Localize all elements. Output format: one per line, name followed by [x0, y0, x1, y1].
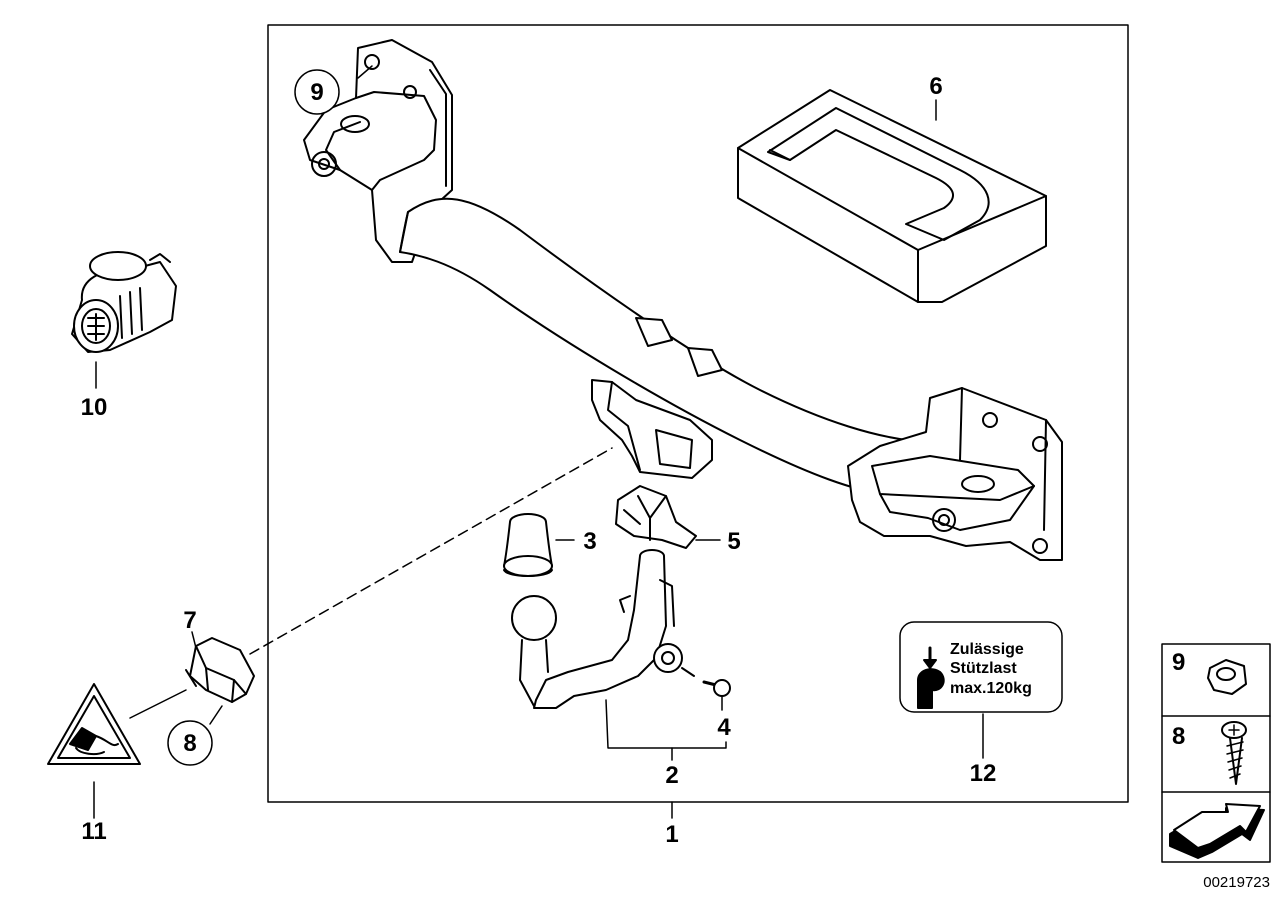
callout-circle-8 — [167, 720, 213, 766]
label-part-12[interactable]: 12 — [970, 760, 997, 787]
legend-screw-icon — [1221, 721, 1247, 785]
trailer-socket-13pin[interactable] — [71, 251, 177, 353]
tow-ball-cap[interactable] — [503, 513, 553, 577]
label-part-6[interactable]: 6 — [929, 73, 942, 100]
legend-nut-icon — [1207, 659, 1247, 695]
label-part-11[interactable]: 11 — [81, 818, 106, 845]
tow-bar-crossmember[interactable] — [303, 39, 1063, 561]
load-limit-sticker[interactable] — [899, 621, 1063, 713]
sticker-line-1: Zulässige — [950, 641, 1024, 658]
label-part-1[interactable]: 1 — [665, 821, 678, 848]
sticker-line-2: Stützlast — [950, 660, 1017, 677]
legend-panel — [1161, 643, 1271, 863]
leader-lines — [93, 65, 984, 819]
cable-connector-housing[interactable] — [185, 637, 255, 703]
lock-screw[interactable] — [702, 679, 731, 697]
detachable-tow-ball[interactable] — [511, 549, 695, 709]
label-part-3[interactable]: 3 — [583, 528, 596, 555]
receiver-cover[interactable] — [615, 485, 697, 549]
label-part-2[interactable]: 2 — [665, 762, 678, 789]
label-part-7[interactable]: 7 — [183, 607, 196, 634]
assembly-frame — [267, 24, 1129, 803]
label-part-8[interactable]: 8 — [183, 730, 196, 757]
label-part-10[interactable]: 10 — [81, 394, 108, 421]
label-part-9[interactable]: 9 — [310, 79, 323, 106]
foam-storage-insert[interactable] — [737, 89, 1047, 303]
callout-circle-9 — [294, 69, 340, 115]
legend-label-9[interactable]: 9 — [1172, 649, 1185, 676]
legend-arrow-icon — [1169, 803, 1265, 859]
label-part-5[interactable]: 5 — [727, 528, 740, 555]
label-part-4[interactable]: 4 — [717, 714, 731, 741]
sticker-line-3: max.120kg — [950, 680, 1032, 697]
legend-label-8[interactable]: 8 — [1172, 723, 1185, 750]
diagram-reference-id: 00219723 — [1203, 874, 1270, 891]
wiring-warning-label[interactable] — [47, 683, 141, 765]
